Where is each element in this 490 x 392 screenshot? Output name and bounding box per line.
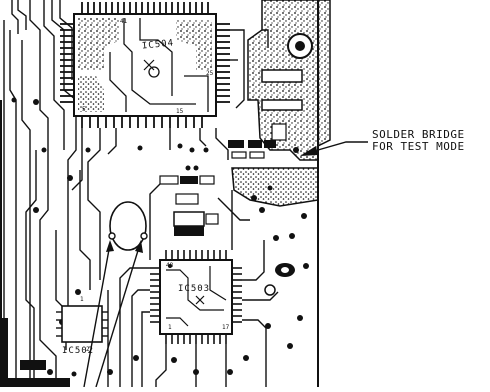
- test-point-oval: [108, 201, 148, 251]
- bottom-left-strip: [0, 318, 70, 387]
- ic503-traces: [107, 183, 279, 387]
- solder-bridge-label-line2: FOR TEST MODE: [372, 140, 465, 153]
- ic502-label: IC502: [62, 346, 95, 356]
- pin-label-15: 15: [176, 108, 184, 115]
- pin-label-1: 1: [168, 324, 172, 331]
- screw-mount: [261, 33, 313, 111]
- ic504-chip: [60, 2, 230, 128]
- pin-label-41: 41: [120, 18, 128, 25]
- pin-label-25: 25: [206, 70, 214, 77]
- middle-components: [159, 165, 219, 236]
- pin-label-5: 5: [82, 106, 86, 113]
- right-oval-pad: [275, 263, 295, 277]
- solder-bridge-leader: [300, 141, 368, 156]
- ic503-label: IC503: [178, 284, 211, 294]
- ic502-chip: [20, 305, 108, 370]
- ground-plane-right: [231, 0, 331, 387]
- solder-bridge-label-line1: SOLDER BRIDGE: [372, 128, 465, 141]
- solder-bridge-pads: [228, 123, 299, 159]
- pin-label-17: 17: [222, 324, 230, 331]
- ic503-chip: [150, 250, 242, 344]
- left-edge-traces: [0, 0, 91, 387]
- pin-label-48: 48: [166, 262, 174, 269]
- pin-label-left-2: 2: [86, 346, 90, 353]
- test-point-arrows: [83, 240, 143, 388]
- vias: [11, 97, 309, 377]
- pin-label-left-1: 1: [80, 296, 84, 303]
- middle-traces: [71, 29, 269, 280]
